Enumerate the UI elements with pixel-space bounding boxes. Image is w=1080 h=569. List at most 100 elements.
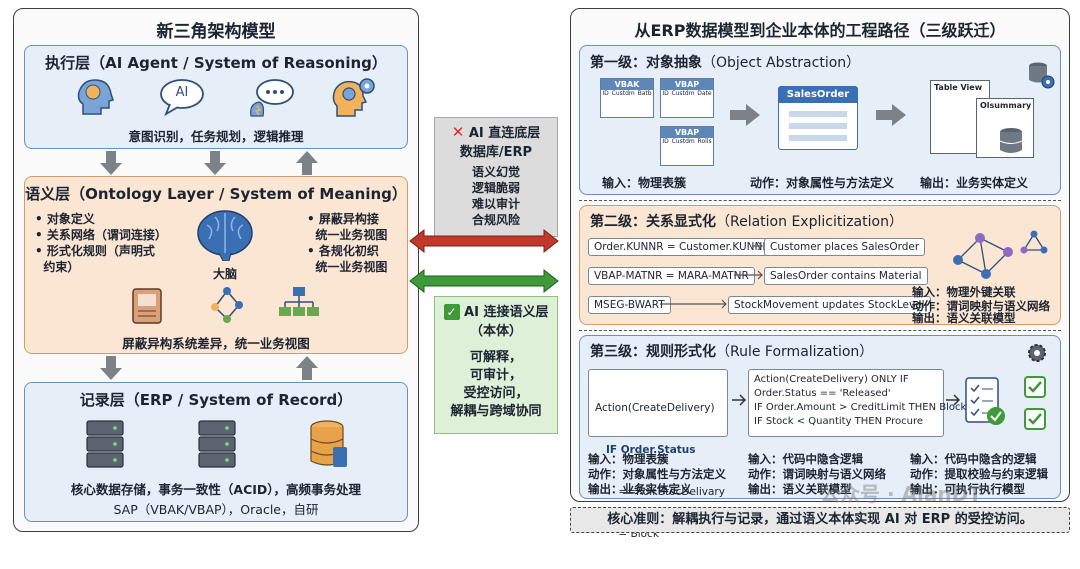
gear-icon [1028,344,1046,362]
db-col: Batb [637,90,652,97]
bad-path-title-1: AI 直连底层 [468,126,541,141]
right-panel: 从ERP数据模型到企业本体的工程路径（三级跃迁） 第一级：对象抽象（Object… [570,8,1070,540]
good-path-item: 解耦与跨域协同 [450,404,542,419]
database-gear-icon [1029,62,1055,89]
bad-path-item: 语义幻觉 [471,165,520,179]
db-col: Rolls [697,138,712,145]
db-col: Custdm [671,90,695,97]
level3-col-item: 输出：可执行执行模型 [910,482,1025,496]
semantic-network-icon [953,230,1048,279]
server-rack-icon [86,420,124,468]
level1-heading: 第一级：对象抽象（Object Abstraction） [590,52,860,72]
level1-action: 动作：对象属性与方法定义 [750,176,895,190]
good-path-item: 可审计， [469,368,522,383]
level3-col-item: 输出：业务实体定义 [588,482,692,496]
right-arrow-icon [946,394,960,406]
db-table-name: VBAP [661,127,713,138]
sales-order-object: SalesOrder [778,86,858,150]
semantic-bullet: 约束） [35,260,80,274]
watermark: 公众号 · AlanDT [820,482,982,506]
code-line: Action(CreateDelivery) ONLY IF [754,374,909,385]
table-view-label: Table View [934,83,983,92]
cross-mark-icon: ✕ [451,123,465,141]
level3-col-item: 输出：语义关联模型 [748,482,852,496]
semantic-bullet: • 各规化初织 [307,244,379,258]
checklist-icon [965,377,1005,425]
network-graph-icon [211,287,243,323]
mapping-source: MSEG-BWART [588,296,671,314]
level3-col-3: 输入：代码中隐含的逻辑 动作：提取校验与约束逻辑 输出：可执行执行模型 [910,452,1048,497]
left-panel: 新三角架构模型 执行层（AI Agent / System of Reasoni… [13,8,419,532]
bad-path-title-2: 数据库/ERP [459,145,533,160]
good-path-box: ✓ AI 连接语义层 （本体） 可解释， 可审计， 受控访问， 解耦与跨域协同 [434,296,558,434]
mapping-arrows [660,241,763,309]
dashed-divider [579,200,1061,201]
level3-col-2: 输入：代码中隐含逻辑 动作：谓词映射与语义网络 输出：语义关联模型 [748,452,886,497]
rule-code-formal: Action(CreateDelivery) ONLY IF Order.Sta… [748,369,966,437]
level3-col-item: 动作：提取校验与约束逻辑 [910,467,1048,481]
semantic-bullet: 统一业务视图 [307,260,388,274]
level3-col-item: 输入：物理表簇 [588,452,669,466]
ai-speech-icon [160,79,204,116]
level3-col-item: 动作：对象属性与方法定义 [588,467,726,481]
level3-col-item: 输入：代码中隐含逻辑 [748,452,863,466]
good-path-title-2: （本体） [469,324,522,339]
record-caption: 核心数据存储，事务一致性（ACID），高频事务处理 [70,482,362,497]
code-line: Order.Status == 'Released' [754,388,891,399]
code-line: Action(CreateDelivery) [595,402,715,414]
db-col: ID [602,90,609,97]
semantic-bullet: • 关系网络（谓词连接） [35,228,167,242]
level1-output: 输出：业务实体定义 [920,176,1029,190]
good-path-item: 受控访问， [463,386,529,401]
database-icon [310,420,347,467]
level2-input: 输入：物理外键关联 [912,285,1016,299]
semantic-layer-title: 语义层（Ontology Layer / System of Meaning） [25,185,407,203]
server-rack-icon [198,420,236,468]
down-arrow-icon [204,151,226,175]
db-col: ID [662,138,669,145]
db-table-name: VBAK [601,79,653,90]
red-double-arrow [409,228,559,254]
check-box-icon [1024,408,1046,430]
sales-order-label: SalesOrder [779,87,857,103]
db-col: Custdm [671,138,695,145]
up-arrow-icon [296,356,318,380]
mapping-source: VBAP-MATNR = MARA-MATNR [588,267,755,285]
brain-label: 大脑 [212,267,237,281]
semantic-bullets-left: • 对象定义 • 关系网络（谓词连接） • 形式化规则（声明式 约束） [35,211,167,275]
level3-subtitle: （Rule Formalization） [716,344,874,360]
mapping-target: SalesOrder contains Material [764,267,928,285]
level3-col-item: 输入：代码中隐含的逻辑 [910,452,1037,466]
level3-title: 第三级：规则形式化 [590,344,716,360]
execution-layer: 执行层（AI Agent / System of Reasoning） AI 意… [24,45,408,149]
bad-path-item: 逻辑脆弱 [471,181,520,195]
db-col: ID [662,90,669,97]
rule-code-original: Action(CreateDelivery) IF Order.Status =… [588,369,728,540]
brain-icon [197,210,253,261]
core-principle-text: 核心准则：解耦执行与记录，通过语义本体实现 AI 对 ERP 的受控访问。 [607,512,1033,527]
right-arrow-icon [732,394,746,406]
execution-layer-title: 执行层（AI Agent / System of Reasoning） [45,54,387,72]
level3-box: 第三级：规则形式化（Rule Formalization） Action(Cre… [579,335,1061,540]
right-arrow-icon [730,104,760,126]
dashed-divider [579,330,1061,331]
bad-path-header: ✕ AI 直连底层 [435,122,557,141]
bad-path-box: ✕ AI 直连底层 数据库/ERP 语义幻觉 逻辑脆弱 难以审计 合规风险 [434,117,558,237]
good-path-title-1: AI 连接语义层 [464,305,549,320]
summary-label: Olsummary [980,101,1032,110]
semantic-caption: 屏蔽异构系统差异，统一业务视图 [122,336,310,351]
mapping-target: StockMovement updates StockLevel [728,296,931,314]
semantic-bullets-right: • 屏蔽异构接 统一业务视图 • 各规化初织 统一业务视图 [307,211,387,275]
semantic-bullet: • 屏蔽异构接 [307,212,379,226]
level2-subtitle: （Relation Explicitization） [716,214,903,230]
level1-input: 输入：物理表簇 [602,176,687,190]
level3-heading: 第三级：规则形式化（Rule Formalization） [590,341,873,361]
code-line: IF Order.Status [595,444,696,456]
semantic-layer: 语义层（Ontology Layer / System of Meaning） … [24,176,408,354]
left-panel-title: 新三角架构模型 [156,22,276,42]
